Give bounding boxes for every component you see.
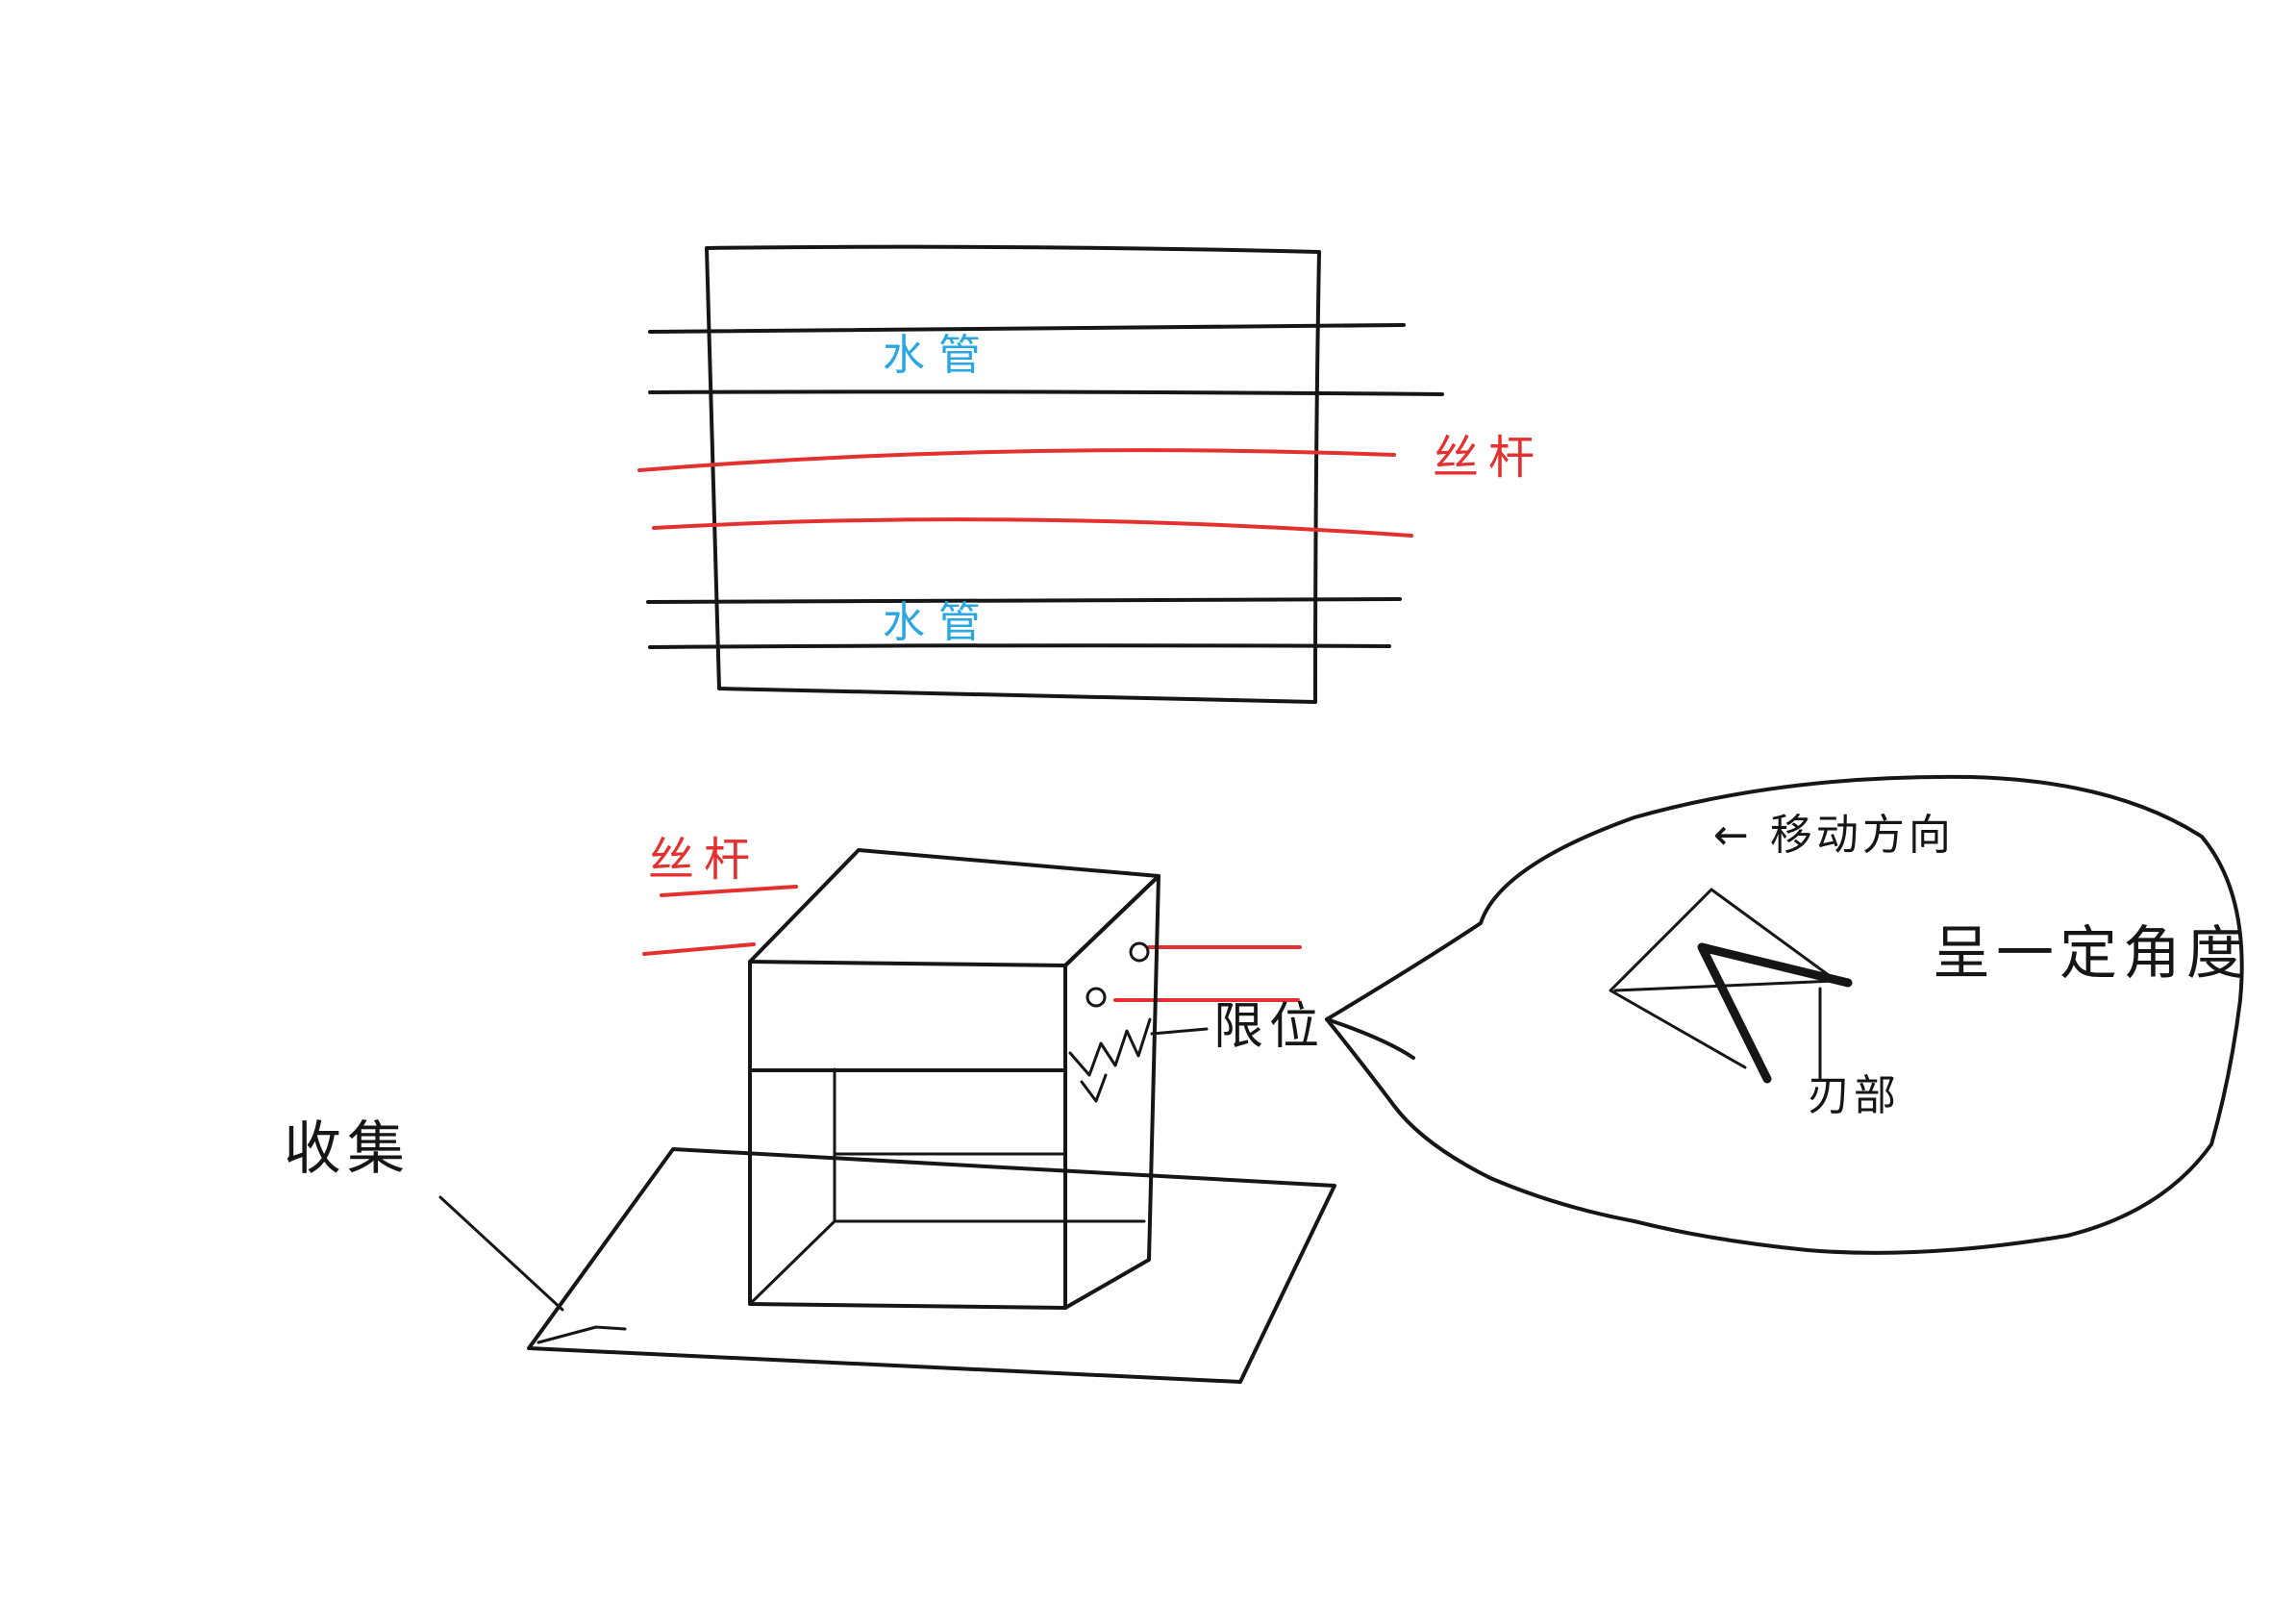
limit-label: 限位 <box>1213 998 1326 1056</box>
water-pipe-line <box>648 643 1391 649</box>
screw-rod-line <box>660 885 798 897</box>
screw-rod-label: 丝杆 <box>648 833 761 887</box>
limit-hole <box>1086 987 1107 1008</box>
water-pipe-line <box>646 597 1402 604</box>
collection-tray <box>527 1147 1336 1384</box>
blade-label: 刃部 <box>1808 1071 1900 1120</box>
blade-teeth <box>1068 1017 1152 1077</box>
box-front-face <box>748 960 1067 1310</box>
water-pipe-label: 水管 <box>883 598 994 647</box>
water-pipe-line <box>648 389 1444 396</box>
callout-outline <box>1325 774 2244 1255</box>
water-pipe-line <box>648 323 1406 334</box>
callout-tail <box>1325 1017 1415 1060</box>
collect-label: 收集 <box>284 1115 411 1183</box>
screw-rod-line <box>642 942 756 956</box>
collection-tray-shade <box>537 1325 627 1344</box>
screw-rod-line <box>637 448 1396 472</box>
box-hidden-edge <box>748 1067 1146 1306</box>
box-top-face <box>748 848 1160 967</box>
limit-leader-line <box>1150 1027 1209 1036</box>
blade-edge <box>1697 942 1853 1084</box>
top-view-frame <box>705 244 1321 704</box>
direction-label: ← 移动方向 <box>1713 811 1955 860</box>
top-view-drawing <box>637 244 1444 704</box>
water-pipe-label: 水管 <box>883 331 994 380</box>
box-right-edge <box>1063 874 1160 1310</box>
screw-rod-label: 丝杆 <box>1433 431 1545 485</box>
box-teeth-lower <box>1080 1073 1108 1103</box>
callout-bubble <box>1325 774 2244 1255</box>
limit-hole <box>1129 941 1150 963</box>
angle-label: 呈一定角度 <box>1933 920 2250 988</box>
collect-leader-line <box>438 1195 564 1312</box>
side-view-drawing <box>438 848 1336 1384</box>
screw-rod-line <box>652 517 1413 538</box>
blade-outline <box>1609 888 1838 1069</box>
